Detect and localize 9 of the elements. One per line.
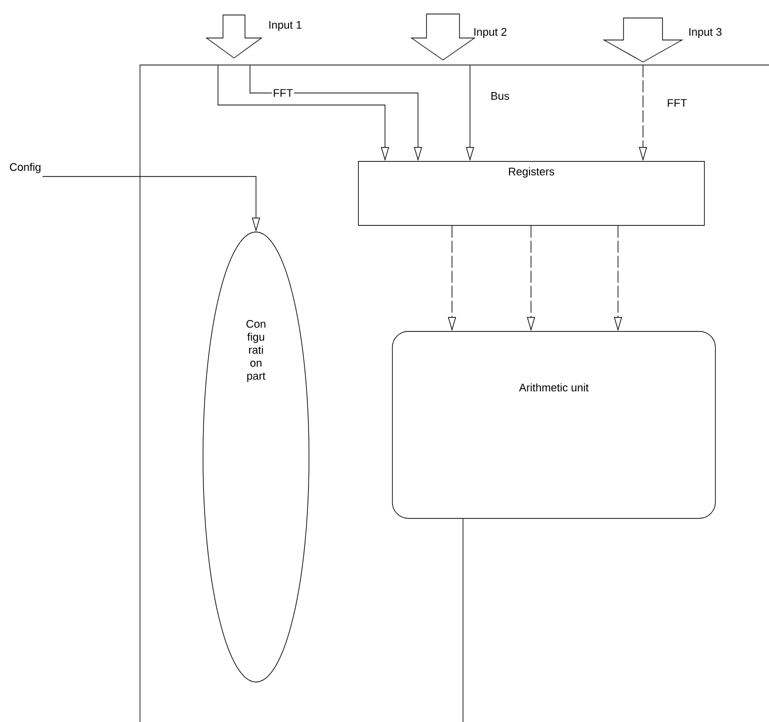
input-label: Config [10, 162, 40, 174]
input-label: Input 3 [689, 28, 722, 38]
input-label: Input 1 [269, 21, 302, 31]
input-label: Input 2 [474, 28, 506, 38]
edge-label: FFT [272, 88, 294, 98]
register-box: Registers [358, 161, 705, 226]
edge-label: Bus [490, 91, 510, 101]
edge-label: FFT [666, 98, 688, 108]
rounded-box: Arithmetic unit [392, 331, 716, 519]
